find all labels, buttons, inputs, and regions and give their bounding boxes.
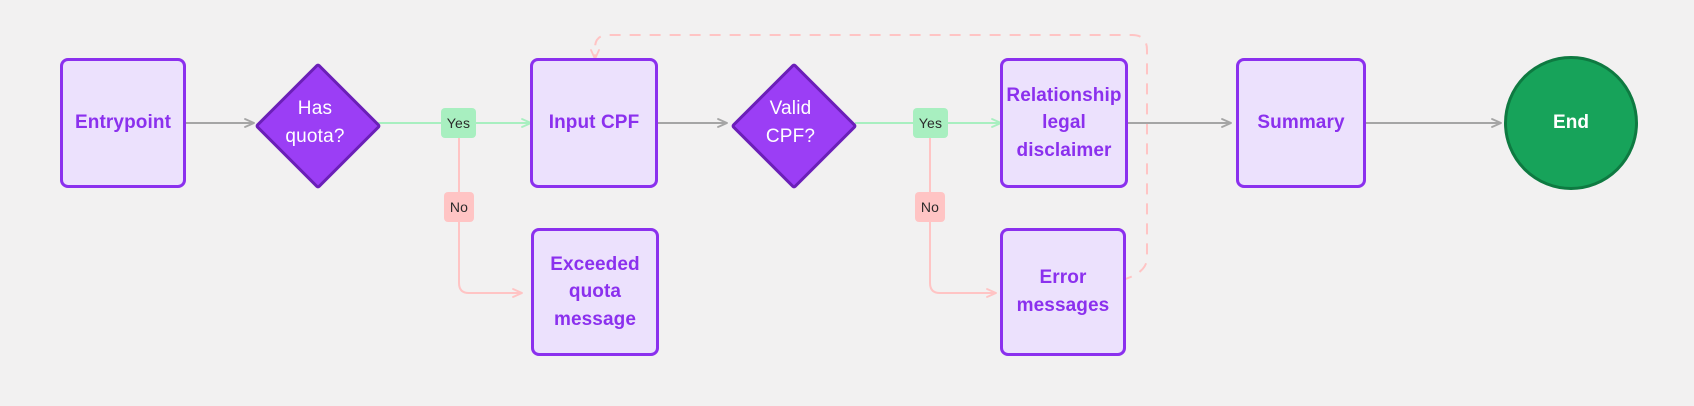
node-summary-label: Summary <box>1257 112 1345 134</box>
node-end[interactable]: End <box>1504 56 1638 190</box>
edge-badge-valid-cpf-no-label: No <box>920 199 940 215</box>
node-end-label: End <box>1553 112 1589 133</box>
edge-badge-has-quota-no: No <box>444 192 474 222</box>
node-entrypoint[interactable]: Entrypoint <box>60 58 186 188</box>
node-input-cpf-label: Input CPF <box>548 112 640 134</box>
edge-badge-valid-cpf-yes-label: Yes <box>918 115 943 131</box>
edge-badge-has-quota-no-label: No <box>449 199 469 215</box>
node-input-cpf[interactable]: Input CPF <box>530 58 658 188</box>
edge-badge-valid-cpf-no: No <box>915 192 945 222</box>
edge-badge-has-quota-yes-label: Yes <box>446 115 471 131</box>
edge-badge-has-quota-yes: Yes <box>441 108 476 138</box>
node-summary[interactable]: Summary <box>1236 58 1366 188</box>
node-entrypoint-label: Entrypoint <box>75 112 171 134</box>
edge-badge-valid-cpf-yes: Yes <box>913 108 948 138</box>
